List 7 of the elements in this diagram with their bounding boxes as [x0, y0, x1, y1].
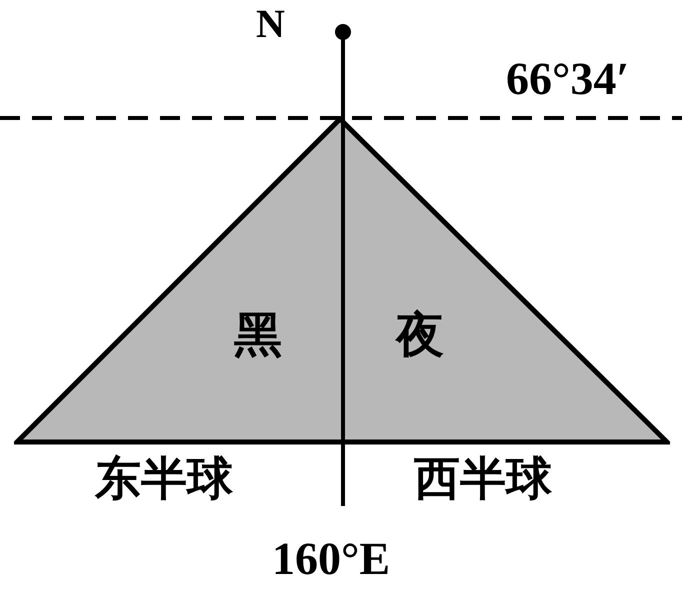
- latitude-label: 66°34′: [506, 56, 630, 102]
- night-triangle: [14, 116, 670, 446]
- pole-label: N: [256, 4, 285, 44]
- meridian-label: 160°E: [272, 536, 390, 582]
- hemisphere-label: 西半球: [414, 456, 552, 502]
- hemisphere-label: 东半球: [95, 456, 233, 502]
- night-label: 黑: [234, 312, 282, 360]
